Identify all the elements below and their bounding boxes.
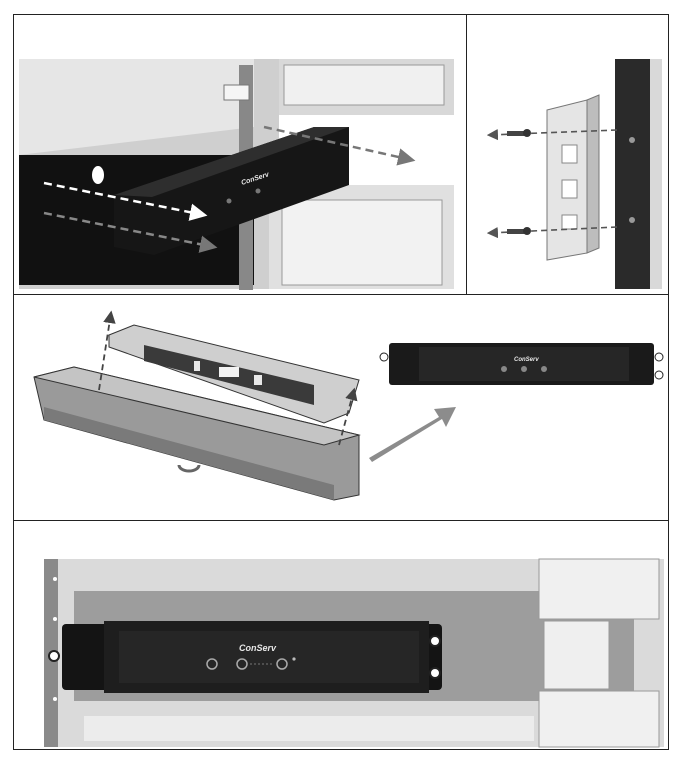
upper-door [538, 558, 660, 620]
wall-hole [92, 166, 104, 184]
step-2-illustration [486, 59, 662, 289]
step-1-illustration: ConServ [19, 59, 454, 290]
conserv-unit [114, 127, 349, 255]
unit-knob [206, 658, 218, 670]
status-led [292, 657, 296, 661]
lower-door [281, 199, 443, 286]
rotate-arrow [177, 464, 201, 473]
mount-bracket [223, 84, 250, 101]
lower-door [538, 690, 660, 748]
unit-knob [541, 366, 547, 372]
screw-arrow [486, 129, 618, 141]
unit-knob [226, 198, 232, 204]
lift-arrow [98, 310, 116, 391]
unit-knob [276, 658, 288, 670]
unit-logo: ConServ [514, 357, 539, 363]
unit-knob [236, 658, 248, 670]
screw-icon [507, 227, 531, 235]
screw-arrow [486, 226, 618, 239]
step-1-panel: ConServ [13, 14, 468, 296]
step-3-illustration: ConServ [33, 310, 664, 501]
unit-knob [521, 366, 527, 372]
insert-arrow [43, 211, 218, 253]
next-step-arrow [369, 407, 456, 462]
unit-knob [501, 366, 507, 372]
step-4-panel: ConServ [13, 520, 669, 750]
upper-door [283, 64, 445, 106]
unit-logo: ConServ [239, 643, 277, 653]
screw-icon [507, 129, 531, 137]
side-rail [615, 59, 650, 289]
step-3-panel: ConServ [13, 294, 669, 522]
unit-knob [255, 188, 261, 194]
insert-arrow [43, 181, 208, 221]
step-2-panel [466, 14, 669, 296]
step-4-illustration: ConServ [44, 558, 664, 748]
